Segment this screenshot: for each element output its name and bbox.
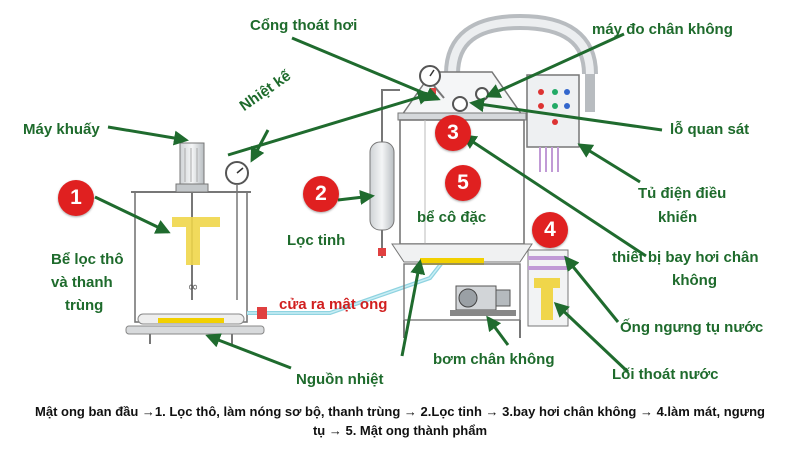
- step-badge-1: 1: [58, 180, 94, 216]
- fine-filter: [369, 89, 400, 258]
- process-caption: Mật ong ban đầu →1. Lọc thô, làm nóng sơ…: [10, 402, 790, 440]
- tank-1: ∞: [125, 142, 265, 344]
- caption-line-2: tụ → 5. Mật ong thành phẩm: [312, 423, 488, 438]
- label-loi-thoat-nuoc: Lối thoát nước: [612, 366, 719, 383]
- label-cong-thoat-hoi: Cổng thoát hơi: [250, 17, 358, 34]
- label-may-do-chan-khong: máy đo chân không: [592, 21, 733, 38]
- evaporator: [391, 13, 598, 338]
- callout-arrows: [94, 32, 663, 374]
- label-be-loc-tho-line2: và thanh: [51, 274, 113, 291]
- label-be-loc-tho-line3: trùng: [65, 297, 104, 314]
- label-thiet-bi-line1: thiết bị bay hơi chân: [612, 249, 759, 266]
- control-cabinet: [526, 74, 580, 172]
- label-may-khuay: Máy khuấy: [23, 121, 100, 138]
- step-badge-3: 3: [435, 115, 471, 151]
- caption-line-1: Mật ong ban đầu →1. Lọc thô, làm nóng sơ…: [35, 404, 765, 419]
- label-tu-dien-line1: Tủ điện điều: [638, 185, 727, 202]
- label-loc-tinh: Lọc tinh: [287, 232, 346, 249]
- step-badge-4: 4: [532, 212, 568, 248]
- label-cua-ra-mat-ong: cửa ra mật ong: [279, 296, 388, 313]
- vacuum-pump: [450, 285, 516, 316]
- label-tu-dien-line2: khiển: [658, 209, 698, 226]
- label-be-loc-tho-line1: Bể lọc thô: [51, 251, 124, 268]
- label-nguon-nhiet: Nguồn nhiệt: [296, 371, 384, 388]
- label-ong-ngung-tu: Ống ngưng tụ nước: [620, 319, 764, 336]
- step-badge-5: 5: [445, 165, 481, 201]
- label-lo-quan-sat: lỗ quan sát: [670, 121, 750, 138]
- label-be-co-dac: bể cô đặc: [417, 209, 487, 226]
- step-badge-2: 2: [303, 176, 339, 212]
- label-bom-chan-khong: bơm chân không: [433, 351, 555, 368]
- svg-text:∞: ∞: [188, 280, 199, 295]
- label-thiet-bi-line2: không: [672, 272, 717, 289]
